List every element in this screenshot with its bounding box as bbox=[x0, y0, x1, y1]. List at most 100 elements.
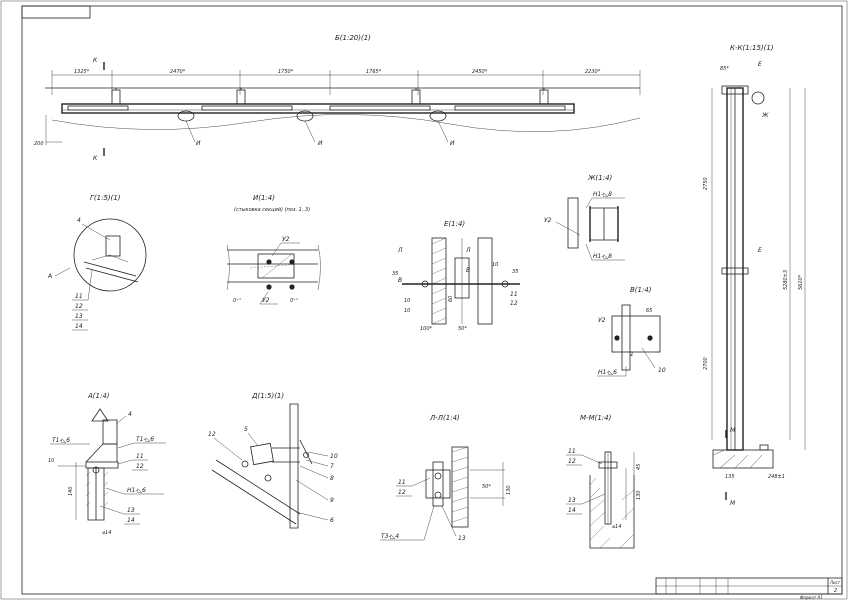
v-ref-n1: Н1-◺6 bbox=[598, 369, 617, 376]
view-i-title: И(1:4) bbox=[253, 194, 275, 202]
ll-ref-13: 13 bbox=[458, 535, 466, 542]
view-b: Б(1:20)(1) 1325* 2470* 1750* 1765* 2450*… bbox=[34, 34, 641, 162]
g-ref-13: 13 bbox=[75, 313, 83, 320]
view-e-title: Е(1:4) bbox=[444, 220, 465, 228]
e-ref-12: 12 bbox=[510, 300, 518, 307]
kk-dim-135: 135 bbox=[725, 474, 735, 480]
kk-ref-zh: Ж bbox=[761, 112, 769, 119]
kk-dim-5610: 5610* bbox=[798, 274, 804, 290]
zh-ref-n1-top: Н1-◺8 bbox=[593, 191, 612, 198]
a-dim-10: 10 bbox=[48, 458, 54, 464]
i-dim-gap-2: 0⁺¹ bbox=[290, 298, 298, 304]
g-ref-11: 11 bbox=[75, 293, 83, 300]
kk-dim-85: 85* bbox=[720, 66, 729, 72]
view-v-title: В(1:4) bbox=[630, 286, 652, 294]
kk-ref-m-2: М bbox=[730, 500, 736, 507]
mm-dim-dia: ⌀14 bbox=[612, 524, 621, 530]
e-ref-l-left: Л bbox=[397, 247, 403, 254]
d-ref-8: 8 bbox=[330, 475, 334, 482]
e-ref-11: 11 bbox=[510, 291, 518, 298]
e-dim-100: 100* bbox=[420, 326, 433, 332]
b-dim-4: 1765* bbox=[366, 69, 382, 75]
a-ref-12: 12 bbox=[136, 463, 144, 470]
a-dim-140: 140 bbox=[68, 486, 74, 496]
mm-ref-12: 12 bbox=[568, 458, 576, 465]
e-dim-50: 50* bbox=[458, 326, 467, 332]
ll-ref-11: 11 bbox=[398, 479, 406, 486]
a-ref-n1: Н1-◺6 bbox=[127, 487, 146, 494]
ll-ref-t3: Т3-◺4 bbox=[381, 533, 399, 540]
view-ll: Л-Л(1:4) 50* 130 11 12 Т3-◺4 13 bbox=[380, 414, 512, 542]
kk-dim-248: 248±1 bbox=[768, 474, 785, 480]
view-ll-title: Л-Л(1:4) bbox=[429, 414, 460, 422]
titleblock-sheet-no: 2 bbox=[834, 588, 837, 594]
e-dim-10-mid: 10 bbox=[404, 308, 410, 314]
kk-dim-2750: 2750 bbox=[703, 177, 709, 190]
kk-ref-e-1: Е bbox=[758, 61, 762, 68]
a-ref-4: 4 bbox=[128, 411, 132, 418]
b-dim-6: 2230* bbox=[585, 69, 601, 75]
view-kk-title: К-К(1:15)(1) bbox=[730, 44, 774, 52]
view-g: Г(1:5)(1) 4 А 11 12 13 14 bbox=[47, 194, 147, 331]
e-ref-l-right: Л bbox=[465, 247, 471, 254]
mm-ref-13: 13 bbox=[568, 497, 576, 504]
e-dim-10-left: 10 bbox=[404, 298, 410, 304]
e-dim-35-left: 35 bbox=[392, 271, 398, 277]
b-dim-200: 200 bbox=[34, 141, 44, 147]
mm-dim-130: 130 bbox=[636, 490, 642, 500]
inner-frame bbox=[21, 5, 843, 595]
d-ref-7: 7 bbox=[330, 463, 334, 470]
ll-dim-130: 130 bbox=[506, 485, 512, 495]
d-ref-12: 12 bbox=[208, 431, 216, 438]
mm-dim-45: 45 bbox=[636, 464, 642, 470]
view-d-title: Д(1:5)(1) bbox=[251, 392, 284, 400]
ll-dim-50: 50* bbox=[482, 484, 491, 490]
view-b-title: Б(1:20)(1) bbox=[335, 34, 371, 42]
kk-ref-e-2: Е bbox=[758, 247, 762, 254]
g-ref-14: 14 bbox=[75, 323, 83, 330]
e-dim-35-right: 35 bbox=[512, 269, 518, 275]
corner-stamp bbox=[21, 5, 91, 19]
view-zh-title: Ж(1:4) bbox=[587, 174, 613, 182]
d-ref-5: 5 bbox=[244, 426, 248, 433]
view-i: И(1:4) (стыковка секций) (поз. 1..3) У2 … bbox=[226, 194, 321, 305]
b-ref-i-2: И bbox=[318, 140, 323, 147]
view-v: В(1:4) 65 У2 1 Н1-◺6 10 bbox=[597, 286, 666, 377]
g-ref-4: 4 bbox=[77, 217, 81, 224]
b-ref-k-top: К bbox=[93, 57, 98, 64]
view-a-title: А(1:4) bbox=[87, 392, 110, 400]
e-ref-v-right: В bbox=[466, 267, 470, 274]
b-dim-2: 2470* bbox=[170, 69, 186, 75]
v-ref-10: 10 bbox=[658, 367, 666, 374]
mm-ref-11: 11 bbox=[568, 448, 576, 455]
titleblock-format: Формат А1 bbox=[800, 595, 823, 600]
view-mm: М-М(1:4) 45 130 ⌀14 11 12 13 14 bbox=[566, 414, 642, 549]
view-g-title: Г(1:5)(1) bbox=[90, 194, 121, 202]
b-dim-3: 1750* bbox=[278, 69, 294, 75]
view-d: Д(1:5)(1) 12 5 10 7 8 9 6 bbox=[208, 392, 338, 529]
g-ref-12: 12 bbox=[75, 303, 83, 310]
e-dim-60: 60 bbox=[448, 296, 454, 302]
view-a: А(1:4) 4 Т1-◺6 Т1-◺6 11 12 Н1-◺6 13 14 1… bbox=[48, 392, 166, 536]
a-ref-14: 14 bbox=[127, 517, 135, 524]
d-ref-10: 10 bbox=[330, 453, 338, 460]
g-ref-a: А bbox=[47, 273, 52, 280]
a-ref-t1-right: Т1-◺6 bbox=[136, 436, 154, 443]
zh-ref-n1-bottom: Н1-◺8 bbox=[593, 253, 612, 260]
zh-ref-u2: У2 bbox=[544, 217, 552, 224]
v-dim-65: 65 bbox=[646, 308, 652, 314]
d-ref-6: 6 bbox=[330, 517, 334, 524]
e-dim-10-right: 10 bbox=[492, 262, 498, 268]
i-ref-u2-bottom: У2 bbox=[262, 297, 270, 304]
v-ref-u2: У2 bbox=[598, 317, 606, 324]
b-ref-k-bottom: К bbox=[93, 155, 98, 162]
a-ref-t1-left: Т1-◺6 bbox=[52, 437, 70, 444]
kk-dim-2700: 2700 bbox=[703, 357, 709, 370]
view-e: Е(1:4) Л Л В В 35 10 100* 50* 35 10 60 1… bbox=[392, 220, 520, 332]
view-mm-title: М-М(1:4) bbox=[580, 414, 612, 422]
title-block: Лист 2 Формат А1 bbox=[655, 577, 843, 600]
e-ref-v-left: В bbox=[398, 277, 402, 284]
a-ref-13: 13 bbox=[127, 507, 135, 514]
view-zh: Ж(1:4) Н1-◺8 У2 Н1-◺8 bbox=[544, 174, 625, 261]
